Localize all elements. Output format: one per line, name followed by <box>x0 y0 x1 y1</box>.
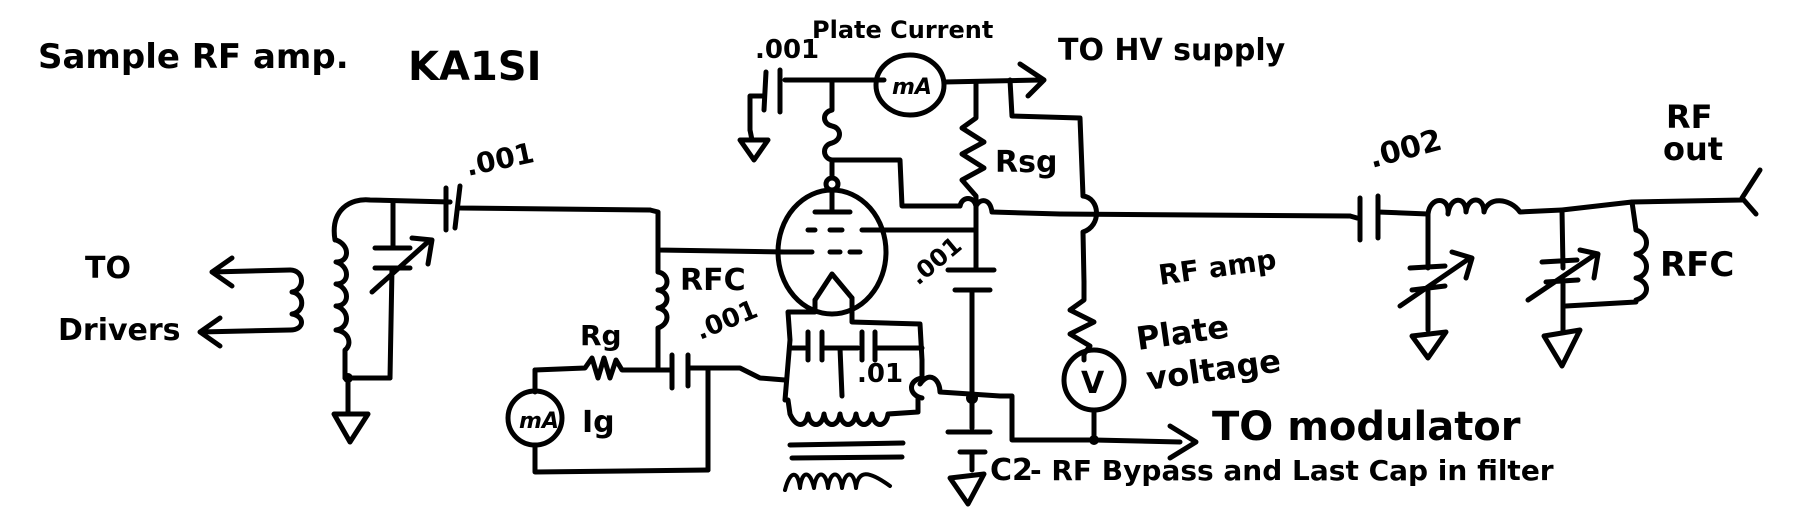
grid-meter-label: mA <box>519 409 559 434</box>
grid-circuit: RFC Rg .001 mA Ig <box>505 207 788 475</box>
output-rfc-label: RFC <box>1660 245 1734 285</box>
plate-current-meter <box>873 52 947 118</box>
to-driver-label-line2: Drivers <box>58 313 181 348</box>
schematic-title: Sample RF amp. <box>38 37 349 77</box>
ground-icon <box>947 471 987 507</box>
screen-resistor-label: Rsg <box>995 145 1057 180</box>
plate-meter-label: mA <box>892 75 932 100</box>
filament-transformer-primary <box>783 472 892 492</box>
grid-bypass-cap-value: .001 <box>691 295 762 347</box>
grid-resistor-label: Rg <box>580 319 622 352</box>
plate-current-label: Plate Current <box>812 16 993 44</box>
author-callsign: KA1SI <box>408 44 541 90</box>
c2-note: - RF Bypass and Last Cap in filter <box>1030 454 1554 487</box>
c2-label: C2 <box>990 453 1033 488</box>
to-driver-label-line1: TO <box>85 251 131 286</box>
vacuum-tube-tetrode <box>775 175 923 317</box>
ground-icon <box>1541 327 1583 369</box>
input-tank-coil <box>333 237 352 381</box>
plate-rfc-coil <box>822 77 842 181</box>
to-hv-supply-label: TO HV supply <box>1058 33 1286 68</box>
grid-rfc-label: RFC <box>680 263 746 298</box>
input-tuning-capacitor <box>369 199 435 381</box>
filament-bypass-cap-value: .01 <box>857 359 903 389</box>
modulator-feed: TO modulator C2 - RF Bypass and Last Cap… <box>945 391 1554 507</box>
screen-bypass-cap-value: .001 <box>904 231 967 291</box>
driver-link-input: TO Drivers <box>58 251 305 349</box>
rf-out-label-line1: RF <box>1666 98 1713 136</box>
filament-circuit: .01 <box>782 295 973 492</box>
plate-voltage-branch: V RF amp Plate voltage <box>1061 243 1283 445</box>
to-modulator-label: TO modulator <box>1212 404 1521 450</box>
input-coupling-capacitor: .001 <box>442 136 653 233</box>
pi-network-coil <box>1425 197 1565 217</box>
ground-icon <box>737 127 771 163</box>
output-coupling-cap-value: .002 <box>1365 123 1446 176</box>
rf-out-label-line2: out <box>1663 130 1723 168</box>
ground-icon <box>1409 329 1449 361</box>
input-tank-circuit <box>331 197 453 445</box>
ground-icon <box>331 375 371 445</box>
input-coupling-cap-value: .001 <box>463 136 537 183</box>
plate-bypass-cap-value: .001 <box>755 35 819 65</box>
grid-rfc-coil <box>655 247 670 373</box>
plate-voltage-label-line1: RF amp <box>1156 243 1278 292</box>
output-rfc-coil <box>1563 227 1649 309</box>
output-pi-network: .002 RFC RF out <box>1347 98 1763 369</box>
grid-current-label: Ig <box>582 405 615 440</box>
voltmeter-label: V <box>1081 366 1105 401</box>
